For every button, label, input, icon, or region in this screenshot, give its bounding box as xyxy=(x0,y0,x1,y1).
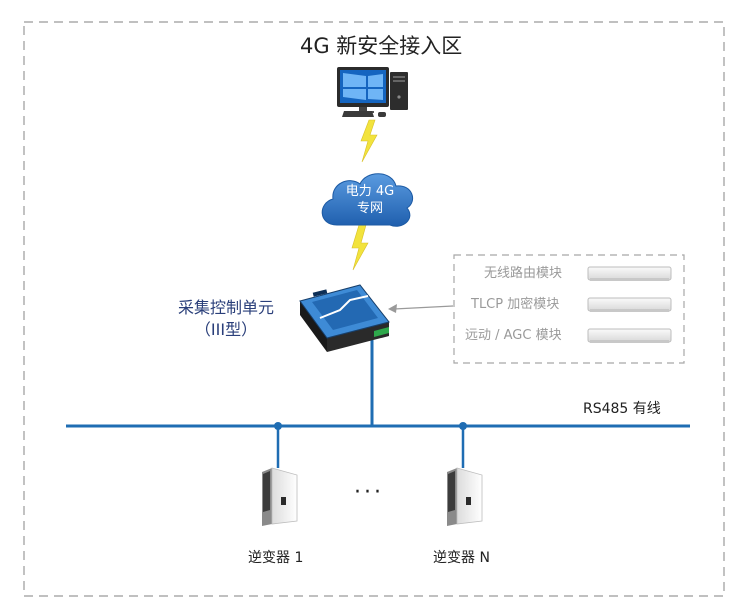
inverter-1-icon xyxy=(262,467,298,526)
lightning-bolt-icon-lower xyxy=(351,224,369,271)
module-label-telecontrol-agc: 远动 / AGC 模块 xyxy=(465,328,562,343)
rack-module-icon-2 xyxy=(587,297,672,312)
module-label-wireless-router: 无线路由模块 xyxy=(484,266,563,281)
cloud-label: 电力 4G 专网 xyxy=(335,183,405,217)
inverter-n-icon xyxy=(447,467,483,526)
controller-label-line2: （III型） xyxy=(194,320,258,339)
cloud-label-line2: 专网 xyxy=(356,201,383,216)
controller-label: 采集控制单元 （III型） xyxy=(166,297,286,341)
module-group-dashed-box xyxy=(453,254,685,364)
outer-dashed-border xyxy=(23,21,725,597)
inverter-1-label: 逆变器 1 xyxy=(248,550,304,566)
rs485-bus-label: RS485 有线 xyxy=(583,401,661,417)
collection-control-unit-device xyxy=(299,284,390,352)
rack-module-icon-3 xyxy=(587,328,672,343)
secure-access-zone-title: 4G 新安全接入区 xyxy=(300,34,463,58)
cloud-icon xyxy=(321,173,414,227)
lightning-bolt-icon-upper xyxy=(360,119,378,163)
inverter-n-label: 逆变器 N xyxy=(433,550,490,566)
rack-module-icon-1 xyxy=(587,266,672,281)
inverter-ellipsis: ··· xyxy=(354,480,384,505)
module-connection-arrow xyxy=(393,305,454,310)
cloud-label-line1: 电力 4G xyxy=(345,184,395,199)
module-label-tlcp-encryption: TLCP 加密模块 xyxy=(471,297,560,312)
controller-label-line1: 采集控制单元 xyxy=(177,298,274,317)
computer-icon xyxy=(337,67,408,117)
arrowhead-icon xyxy=(388,304,397,313)
